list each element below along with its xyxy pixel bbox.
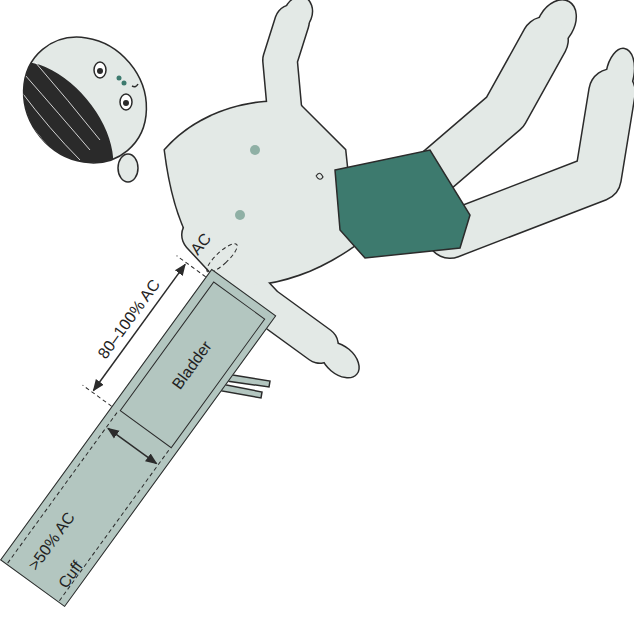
ear [118,154,138,182]
cuff-label: Cuff [55,558,87,592]
nipple [235,210,245,220]
nostril [117,76,122,81]
torso [165,102,355,285]
extension-line [59,449,170,601]
bladder-label: Bladder [169,338,216,393]
eye [94,62,106,78]
torso-outline [165,102,355,285]
navel [316,173,323,179]
nipple [250,145,260,155]
diaper [335,150,470,258]
hair [0,38,138,222]
mouth [132,84,138,87]
pupil [97,68,103,74]
pupil [123,100,129,106]
extension-line [83,385,112,406]
extension-line [177,256,206,277]
cuff-frame: CuffBladder 80–100% AC>50% AC [0,269,276,607]
eye [120,94,132,110]
dimension-arrow [93,264,185,390]
nostril [122,81,127,86]
dimension-arrow [108,428,157,463]
